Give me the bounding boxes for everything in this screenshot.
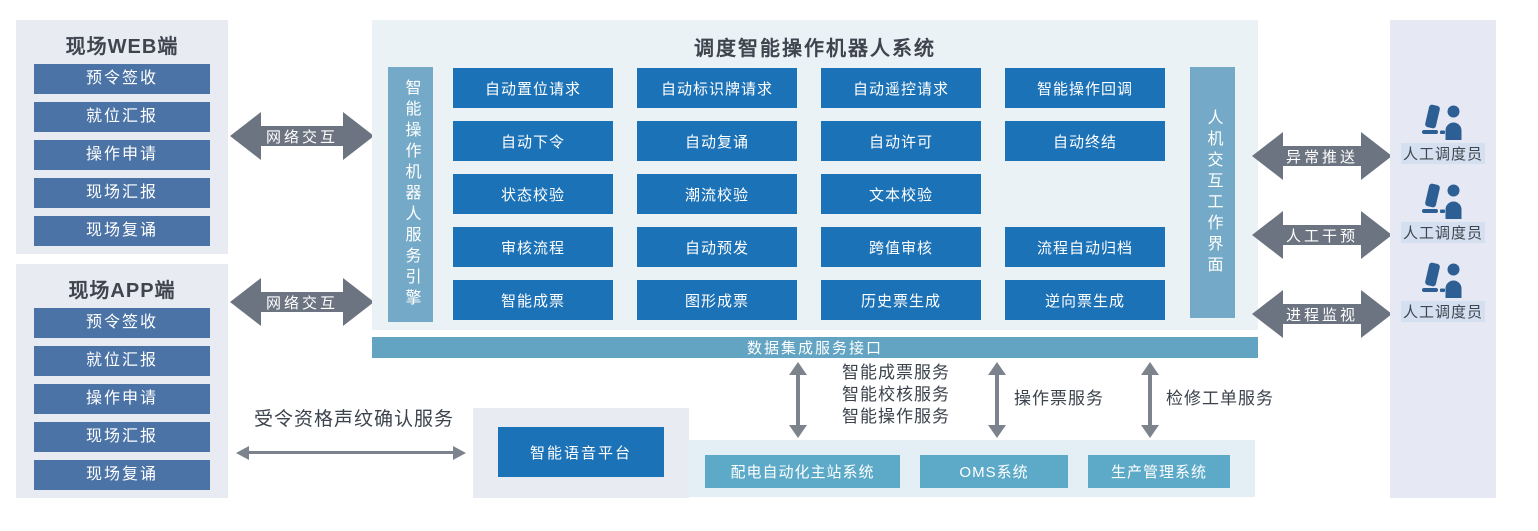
arrow-head-right-icon (1361, 132, 1392, 180)
panel-field-app: 现场APP端 预令签收 就位汇报 操作申请 现场汇报 现场复诵 (16, 264, 228, 498)
dispatcher-1: 人工调度员 (1390, 104, 1496, 164)
operator-at-computer-icon (1422, 104, 1462, 140)
app-item-inplace-report: 就位汇报 (34, 346, 210, 376)
arrow-line (796, 371, 800, 429)
arrow-head-down-icon (1141, 425, 1159, 438)
network-arrow-web: 网络交互 (230, 112, 374, 160)
operator-at-computer-icon (1422, 262, 1462, 298)
app-item-preorder-sign: 预令签收 (34, 308, 210, 338)
web-item-inplace-report: 就位汇报 (34, 102, 210, 132)
function-cell: 自动许可 (821, 121, 981, 161)
app-item-site-repeat: 现场复诵 (34, 460, 210, 490)
service-line: 智能操作服务 (842, 407, 950, 426)
arrow-head-right-icon (343, 278, 374, 326)
dispatcher-label: 人工调度员 (1400, 222, 1485, 243)
arrow-head-up-icon (988, 362, 1006, 375)
ticket-services-arrow (789, 362, 807, 438)
panel-field-app-title: 现场APP端 (68, 280, 176, 302)
hmi-sidebar: 人机交互工作界面 (1190, 67, 1235, 318)
manual-intervention-label: 人工干预 (1282, 225, 1362, 245)
system-title: 调度智能操作机器人系统 (694, 38, 936, 60)
arrow-head-right-icon (1361, 290, 1392, 338)
web-item-site-report: 现场汇报 (34, 178, 210, 208)
app-item-operation-apply: 操作申请 (34, 384, 210, 414)
dispatcher-label: 人工调度员 (1400, 143, 1485, 164)
function-cell: 智能操作回调 (1005, 68, 1165, 108)
panel-field-web-title: 现场WEB端 (65, 36, 179, 58)
arrow-head-left-icon (1252, 211, 1283, 259)
function-cell: 自动标识牌请求 (637, 68, 797, 108)
web-item-operation-apply: 操作申请 (34, 140, 210, 170)
function-cell: 自动置位请求 (453, 68, 613, 108)
function-cell: 自动下令 (453, 121, 613, 161)
web-item-site-repeat: 现场复诵 (34, 216, 210, 246)
network-arrow-web-label: 网络交互 (260, 126, 344, 146)
system-oms: OMS系统 (920, 455, 1068, 488)
network-arrow-app-label: 网络交互 (260, 292, 344, 312)
arrow-line (995, 371, 999, 429)
network-arrow-app: 网络交互 (230, 278, 374, 326)
arrow-head-right-icon (1361, 211, 1392, 259)
operation-ticket-label: 操作票服务 (1014, 388, 1104, 410)
voice-platform-button: 智能语音平台 (498, 427, 664, 477)
ticket-services-label: 智能成票服务 智能校核服务 智能操作服务 (842, 362, 950, 428)
arrow-head-down-icon (789, 425, 807, 438)
arrow-line (247, 451, 455, 454)
arrow-head-left-icon (230, 112, 261, 160)
service-line: 操作票服务 (1014, 389, 1104, 408)
dispatcher-2: 人工调度员 (1390, 183, 1496, 243)
voiceprint-service-arrow (236, 446, 466, 460)
function-cell: 跨值审核 (821, 227, 981, 267)
operation-ticket-arrow (988, 362, 1006, 438)
exception-push-arrow: 异常推送 (1252, 132, 1392, 180)
function-cell: 自动终结 (1005, 121, 1165, 161)
process-monitor-arrow: 进程监视 (1252, 290, 1392, 338)
function-cell: 自动复诵 (637, 121, 797, 161)
engine-sidebar: 智能操作机器人服务引擎 (388, 67, 433, 322)
function-cell: 图形成票 (637, 280, 797, 320)
arrow-head-up-icon (789, 362, 807, 375)
function-cell: 流程自动归档 (1005, 227, 1165, 267)
system-distribution-automation: 配电自动化主站系统 (705, 455, 900, 488)
manual-intervention-arrow: 人工干预 (1252, 211, 1392, 259)
panel-voice-platform: 智能语音平台 (473, 408, 689, 498)
service-line: 智能校核服务 (842, 385, 950, 404)
function-cell: 文本校验 (821, 174, 981, 214)
app-item-site-report: 现场汇报 (34, 422, 210, 452)
process-monitor-label: 进程监视 (1282, 304, 1362, 324)
dispatcher-3: 人工调度员 (1390, 262, 1496, 322)
maintenance-order-label: 检修工单服务 (1166, 388, 1274, 410)
operator-at-computer-icon (1422, 183, 1462, 219)
panel-external-systems: 配电自动化主站系统 OMS系统 生产管理系统 (688, 440, 1255, 497)
arrow-head-right-icon (453, 446, 466, 460)
arrow-head-up-icon (1141, 362, 1159, 375)
arrow-line (1148, 371, 1152, 429)
arrow-head-right-icon (343, 112, 374, 160)
web-item-preorder-sign: 预令签收 (34, 64, 210, 94)
function-cell: 自动遥控请求 (821, 68, 981, 108)
function-cell: 历史票生成 (821, 280, 981, 320)
arrow-head-left-icon (1252, 132, 1283, 180)
arrow-head-left-icon (236, 446, 249, 460)
function-cell: 潮流校验 (637, 174, 797, 214)
panel-field-web: 现场WEB端 预令签收 就位汇报 操作申请 现场汇报 现场复诵 (16, 20, 228, 254)
dispatcher-label: 人工调度员 (1400, 301, 1485, 322)
function-cell: 智能成票 (453, 280, 613, 320)
exception-push-label: 异常推送 (1282, 146, 1362, 166)
service-line: 智能成票服务 (842, 363, 950, 382)
voiceprint-service-label: 受令资格声纹确认服务 (253, 409, 454, 430)
data-bus-bar: 数据集成服务接口 (372, 337, 1258, 358)
system-production-management: 生产管理系统 (1088, 455, 1230, 488)
function-cell: 状态校验 (453, 174, 613, 214)
arrow-head-left-icon (230, 278, 261, 326)
service-line: 检修工单服务 (1166, 389, 1274, 408)
arrow-head-left-icon (1252, 290, 1283, 338)
arrow-head-down-icon (988, 425, 1006, 438)
panel-dispatchers (1390, 20, 1496, 498)
function-cell: 审核流程 (453, 227, 613, 267)
function-cell: 自动预发 (637, 227, 797, 267)
maintenance-order-arrow (1141, 362, 1159, 438)
function-cell: 逆向票生成 (1005, 280, 1165, 320)
